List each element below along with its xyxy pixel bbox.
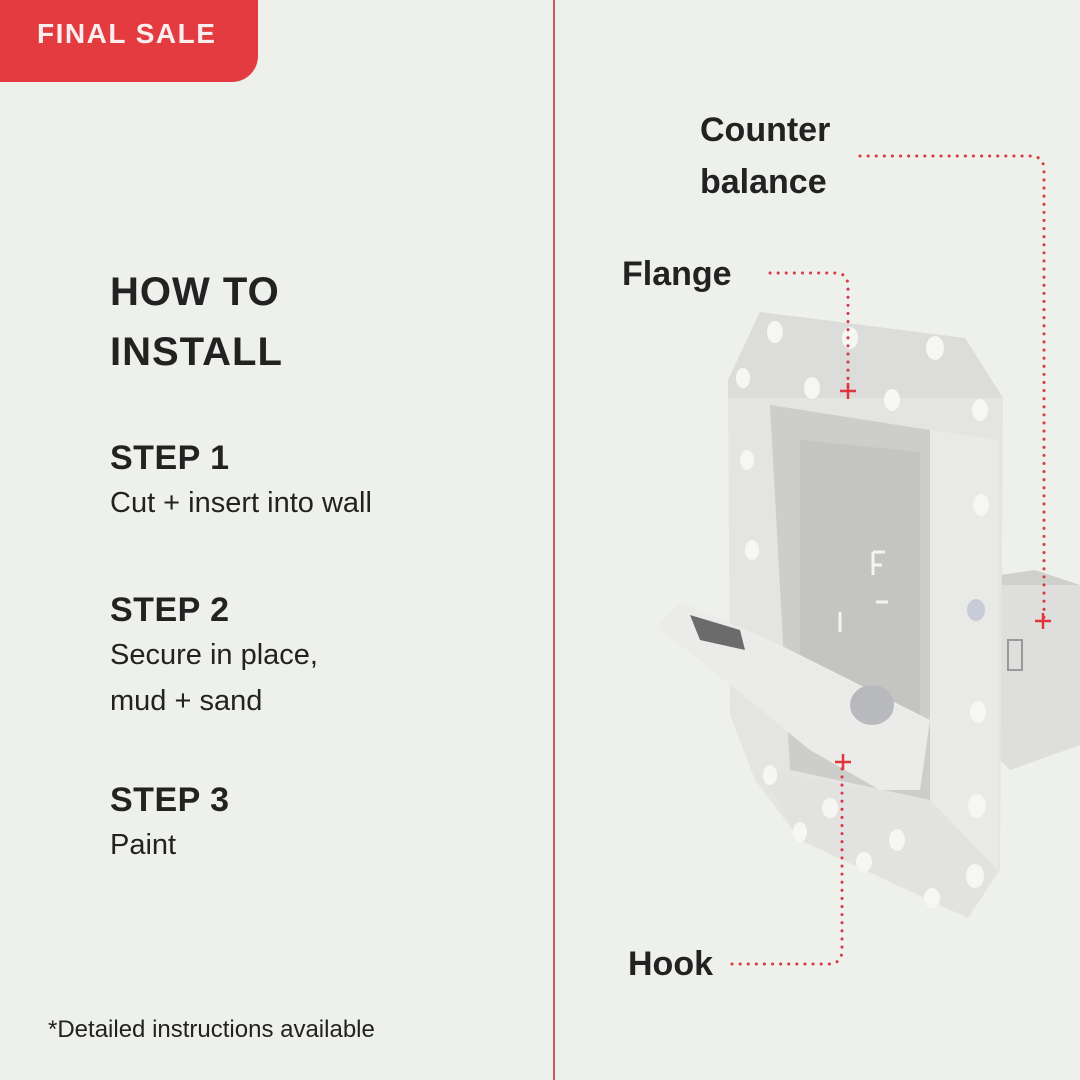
target-markers	[835, 383, 1051, 770]
step-1-description: Cut + insert into wall	[110, 487, 372, 519]
hook-arm	[656, 602, 930, 790]
flange-plate	[728, 312, 1003, 918]
hook-marker-icon	[835, 754, 851, 770]
counter-balance-line-2: balance	[700, 163, 827, 201]
step-2-title: STEP 2	[110, 591, 230, 629]
leader-lines	[730, 154, 1046, 966]
final-sale-badge: FINAL SALE	[0, 0, 258, 82]
flange-leader	[768, 271, 850, 392]
final-sale-label: FINAL SALE	[37, 18, 217, 49]
hook-label: Hook	[628, 945, 713, 983]
hook-leader	[730, 760, 844, 966]
footnote: *Detailed instructions available	[48, 1016, 375, 1043]
counterbalance-box	[1000, 570, 1080, 770]
heading-line-1: HOW TO	[110, 270, 280, 314]
step-1: STEP 1 Cut + insert into wall	[110, 436, 372, 526]
step-3-title: STEP 3	[110, 781, 230, 819]
vertical-divider	[553, 0, 555, 1080]
step-3-description: Paint	[110, 829, 177, 861]
counter-balance-leader	[858, 154, 1046, 622]
how-to-install-heading: HOW TO INSTALL	[110, 262, 283, 382]
heading-line-2: INSTALL	[110, 330, 283, 374]
flange-marker-icon	[840, 383, 856, 399]
step-3: STEP 3 Paint	[110, 778, 230, 868]
counter-balance-marker-icon	[1035, 613, 1051, 629]
step-2-description: Secure in place, mud + sand	[110, 639, 318, 717]
counter-balance-label: Counter balance	[700, 104, 830, 208]
counter-balance-line-1: Counter	[700, 111, 831, 149]
step-2: STEP 2 Secure in place, mud + sand	[110, 588, 318, 724]
step-1-title: STEP 1	[110, 439, 230, 477]
flange-label: Flange	[622, 255, 732, 293]
